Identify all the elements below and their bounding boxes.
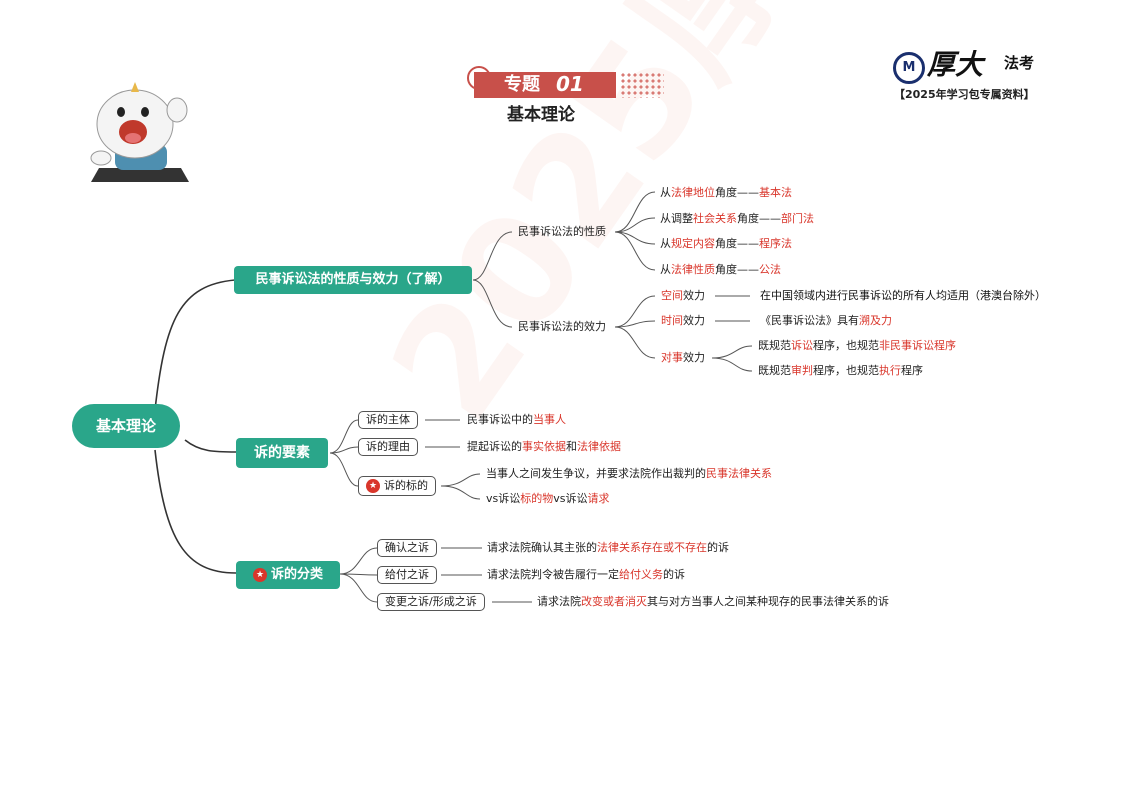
nature-item-2: 从调整社会关系角度——部门法 bbox=[660, 212, 814, 225]
node-nature: 民事诉讼法的性质 bbox=[518, 225, 606, 238]
nature-item-3: 从规定内容角度——程序法 bbox=[660, 237, 792, 250]
nature-item-1: 从法律地位角度——基本法 bbox=[660, 186, 792, 199]
node-reason: 诉的理由 bbox=[358, 438, 418, 456]
brand-tagline: 【2025年学习包专属资料】 bbox=[894, 88, 1035, 101]
node-subject: 诉的主体 bbox=[358, 411, 418, 429]
star-icon: ★ bbox=[366, 479, 380, 493]
nature-item-4: 从法律性质角度——公法 bbox=[660, 263, 781, 276]
subject-desc: 民事诉讼中的当事人 bbox=[467, 413, 566, 426]
topic-banner-pattern bbox=[620, 72, 664, 98]
topic-label: 专题 bbox=[504, 74, 540, 95]
effect-time: 时间效力 bbox=[661, 314, 705, 327]
node-confirm: 确认之诉 bbox=[377, 539, 437, 557]
brand-logo-text: 厚大 bbox=[927, 48, 984, 81]
branch-classification: ★诉的分类 bbox=[236, 561, 340, 589]
page-subtitle: 基本理论 bbox=[507, 105, 575, 125]
effect-space-desc: 在中国领域内进行民事诉讼的所有人均适用（港澳台除外） bbox=[760, 289, 1046, 302]
confirm-desc: 请求法院确认其主张的法律关系存在或不存在的诉 bbox=[487, 541, 729, 554]
node-object: ★诉的标的 bbox=[358, 476, 436, 496]
reason-desc: 提起诉讼的事实依据和法律依据 bbox=[467, 440, 621, 453]
effect-person-line-1: 既规范诉讼程序，也规范非民事诉讼程序 bbox=[758, 339, 956, 352]
change-desc: 请求法院改变或者消灭其与对方当事人之间某种现存的民事法律关系的诉 bbox=[537, 595, 889, 608]
effect-space: 空间效力 bbox=[661, 289, 705, 302]
branch-elements: 诉的要素 bbox=[236, 438, 328, 468]
pay-desc: 请求法院判令被告履行一定给付义务的诉 bbox=[487, 568, 685, 581]
root-node: 基本理论 bbox=[72, 404, 180, 448]
branch-nature-effect: 民事诉讼法的性质与效力（了解） bbox=[234, 266, 472, 294]
node-effect: 民事诉讼法的效力 bbox=[518, 320, 606, 333]
node-pay: 给付之诉 bbox=[377, 566, 437, 584]
topic-number: 01 bbox=[556, 72, 584, 96]
effect-person: 对事效力 bbox=[661, 351, 705, 364]
topic-banner bbox=[474, 72, 616, 98]
object-line-1: 当事人之间发生争议，并要求法院作出裁判的民事法律关系 bbox=[486, 467, 772, 480]
node-change: 变更之诉/形成之诉 bbox=[377, 593, 485, 611]
effect-person-line-2: 既规范审判程序，也规范执行程序 bbox=[758, 364, 923, 377]
brand-logo-icon: M bbox=[893, 52, 925, 84]
effect-time-desc: 《民事诉讼法》具有溯及力 bbox=[760, 314, 892, 327]
star-icon: ★ bbox=[252, 567, 267, 582]
brand-suffix: 法考 bbox=[1004, 54, 1035, 72]
mascot-illustration bbox=[90, 82, 189, 182]
object-line-2: vs诉讼标的物vs诉讼请求 bbox=[486, 492, 610, 505]
